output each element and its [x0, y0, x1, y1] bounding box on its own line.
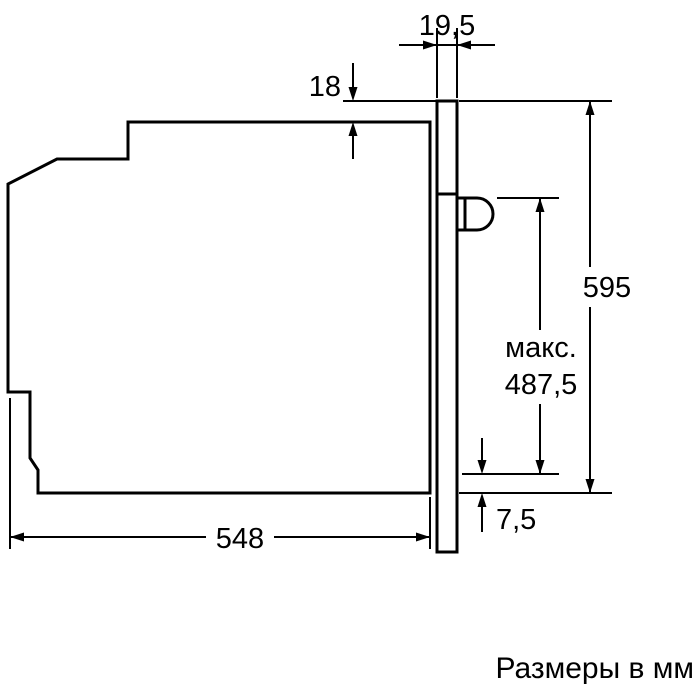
arrowhead-left [457, 40, 471, 50]
arrowhead-up [535, 198, 545, 212]
door-handle [455, 196, 495, 232]
arrowhead-left [10, 532, 24, 542]
dimension-max-handle: макс. 487,5 [462, 197, 585, 475]
units-note: Размеры в мм [495, 652, 694, 685]
dimension-depth: 548 [9, 398, 431, 557]
dim-label-bottom-offset: 7,5 [496, 504, 536, 536]
arrowhead-right [416, 532, 430, 542]
arrowhead-down [477, 460, 487, 474]
arrowhead-down [585, 479, 595, 493]
front-frame [435, 99, 459, 554]
dim-label-depth: 548 [216, 523, 264, 555]
label-mask [206, 517, 274, 557]
oven-body [6, 99, 495, 554]
label-mask [578, 267, 636, 307]
arrowhead-up [477, 493, 487, 507]
arrowhead-down [348, 87, 358, 101]
arrowhead-right [423, 40, 437, 50]
dimension-bottom-offset: 7,5 [477, 438, 536, 536]
dimension-height: 595 [459, 100, 636, 494]
arrowhead-up [348, 122, 358, 136]
arrowhead-down [535, 460, 545, 474]
dim-label-max-prefix: макс. [505, 332, 577, 364]
oven-body-outline [6, 120, 432, 495]
dim-label-height: 595 [583, 272, 631, 304]
arrowhead-up [585, 101, 595, 115]
dimension-top-clearance: 18 [309, 63, 437, 159]
dim-label-max-value: 487,5 [505, 369, 578, 401]
dimension-frame-depth: 19,5 [399, 10, 495, 98]
dim-label-frame-depth: 19,5 [419, 10, 475, 42]
label-mask [497, 330, 585, 404]
dim-label-top-clearance: 18 [309, 71, 341, 103]
